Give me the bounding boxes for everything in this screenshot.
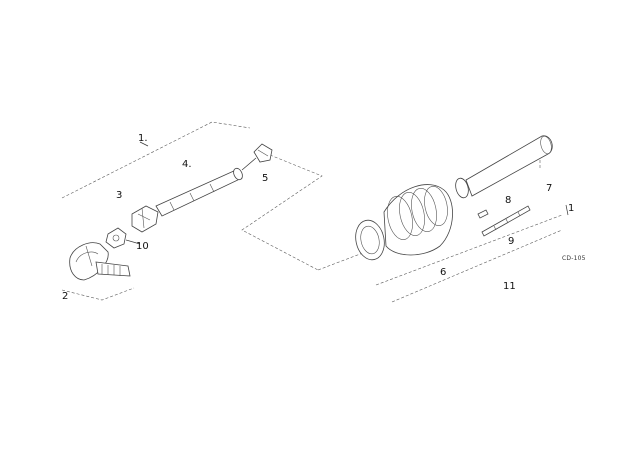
- part-bellows: [355, 184, 453, 261]
- part-yoke-flange: [69, 242, 131, 281]
- part-outer-tube: [455, 135, 553, 199]
- part-pins: [477, 205, 531, 237]
- callout-5: 5: [262, 173, 269, 184]
- right-assembly-frame: [317, 160, 569, 303]
- part-shaft: [155, 157, 257, 217]
- part-center-joint: [131, 205, 159, 233]
- callout-3: 3: [116, 190, 123, 201]
- callout-7: 7: [546, 183, 553, 194]
- callout-1-right: 1: [568, 203, 575, 214]
- callout-1: 1.: [138, 133, 148, 144]
- callout-6: 6: [440, 267, 447, 278]
- left-assembly-frame: [61, 121, 323, 301]
- callout-4: 4.: [182, 159, 192, 170]
- callout-8: 8: [505, 195, 512, 206]
- callout-2: 2: [62, 291, 69, 302]
- callout-9: 9: [508, 236, 515, 247]
- part-end-fork: [253, 143, 273, 163]
- callout-10: 10: [136, 241, 149, 252]
- callout-11: 11: [503, 281, 516, 292]
- part-universal-joint: [105, 227, 141, 249]
- figure-code: CD-105: [562, 255, 586, 262]
